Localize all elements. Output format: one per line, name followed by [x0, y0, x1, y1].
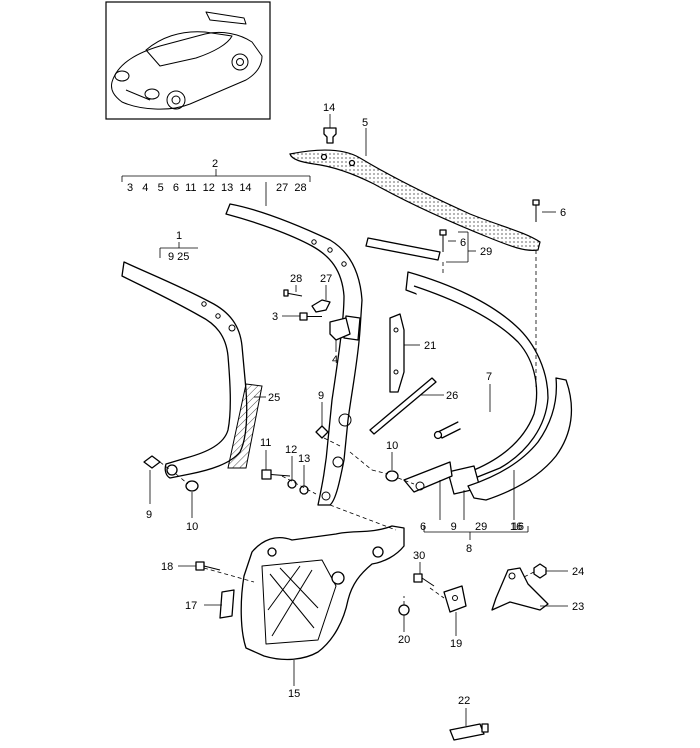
callout-8-sub: 6 9 29 16 [420, 521, 524, 533]
part-20-nut [398, 604, 410, 616]
part-10-nut-left [185, 480, 199, 492]
callout-30: 30 [413, 550, 425, 562]
callout-25: 25 [268, 392, 280, 404]
part-17-plate [219, 589, 235, 619]
part-9-washer-middle [315, 425, 329, 439]
callout-3: 3 [272, 311, 278, 323]
part-24-nut [533, 563, 547, 579]
callout-16: 16 [510, 521, 522, 533]
callout-10-left: 10 [186, 521, 198, 533]
part-19-bracket [443, 585, 467, 613]
part-3-screw [299, 312, 322, 321]
callout-18: 18 [161, 561, 173, 573]
part-12-washer [287, 479, 297, 489]
callout-17: 17 [185, 600, 197, 612]
part-23-hinge [491, 567, 549, 611]
callout-4: 4 [332, 354, 338, 366]
part-26-rod [369, 377, 437, 435]
part-28-pin [283, 289, 303, 297]
callout-labels: 1 9 25 2 3 4 5 6 11 12 13 14 27 28 3 4 5… [127, 102, 584, 707]
callout-19: 19 [450, 638, 462, 650]
callout-22: 22 [458, 695, 470, 707]
car-thumbnail [105, 1, 271, 120]
callout-1: 1 [176, 230, 182, 242]
callout-1-sub: 9 25 [168, 251, 189, 263]
part-15-main-bracket [240, 525, 405, 661]
part-8-frame-assembly [403, 271, 549, 495]
callout-2-sub: 3 4 5 6 11 12 13 14 27 28 [127, 182, 307, 194]
part-10-nut-middle [385, 470, 399, 482]
part-29-strip [365, 237, 441, 261]
callout-9-left: 9 [146, 509, 152, 521]
part-5-rear-panel [289, 149, 541, 251]
callout-10-middle: 10 [386, 440, 398, 452]
part-16-seal [467, 377, 573, 501]
callout-11: 11 [260, 437, 271, 449]
callout-9-middle: 9 [318, 390, 324, 402]
callout-2: 2 [212, 158, 218, 170]
callout-26: 26 [446, 390, 458, 402]
part-11-bolt [261, 469, 291, 480]
part-18-screw [195, 561, 221, 571]
part-4-bracket [329, 317, 351, 341]
callout-7: 7 [486, 371, 492, 383]
callout-13: 13 [298, 453, 310, 465]
part-6-bolt-middle [439, 229, 447, 252]
part-21-bracket [389, 313, 405, 393]
callout-28: 28 [290, 273, 302, 285]
part-6-bolt-right [532, 199, 540, 222]
part-25-pad [227, 383, 263, 469]
part-9-washer-left [143, 455, 161, 469]
callout-5: 5 [362, 117, 368, 129]
callout-21: 21 [424, 340, 436, 352]
callout-29: 29 [480, 246, 492, 258]
callout-12: 12 [285, 444, 297, 456]
callout-6-right: 6 [560, 207, 566, 219]
callout-14: 14 [323, 102, 335, 114]
part-1-front-frame [121, 261, 248, 479]
part-27-clip [311, 299, 331, 313]
part-30-screw [413, 573, 435, 587]
callout-24: 24 [572, 566, 584, 578]
leader-lines [121, 114, 568, 726]
callout-23: 23 [572, 601, 584, 613]
assembly-lines [159, 250, 537, 605]
callout-6-middle: 6 [460, 237, 466, 249]
callout-15: 15 [288, 688, 300, 700]
callout-20: 20 [398, 634, 410, 646]
callout-8: 8 [466, 543, 472, 555]
part-22-tube [449, 723, 489, 741]
callout-27: 27 [320, 273, 332, 285]
part-14-clip [323, 127, 337, 144]
